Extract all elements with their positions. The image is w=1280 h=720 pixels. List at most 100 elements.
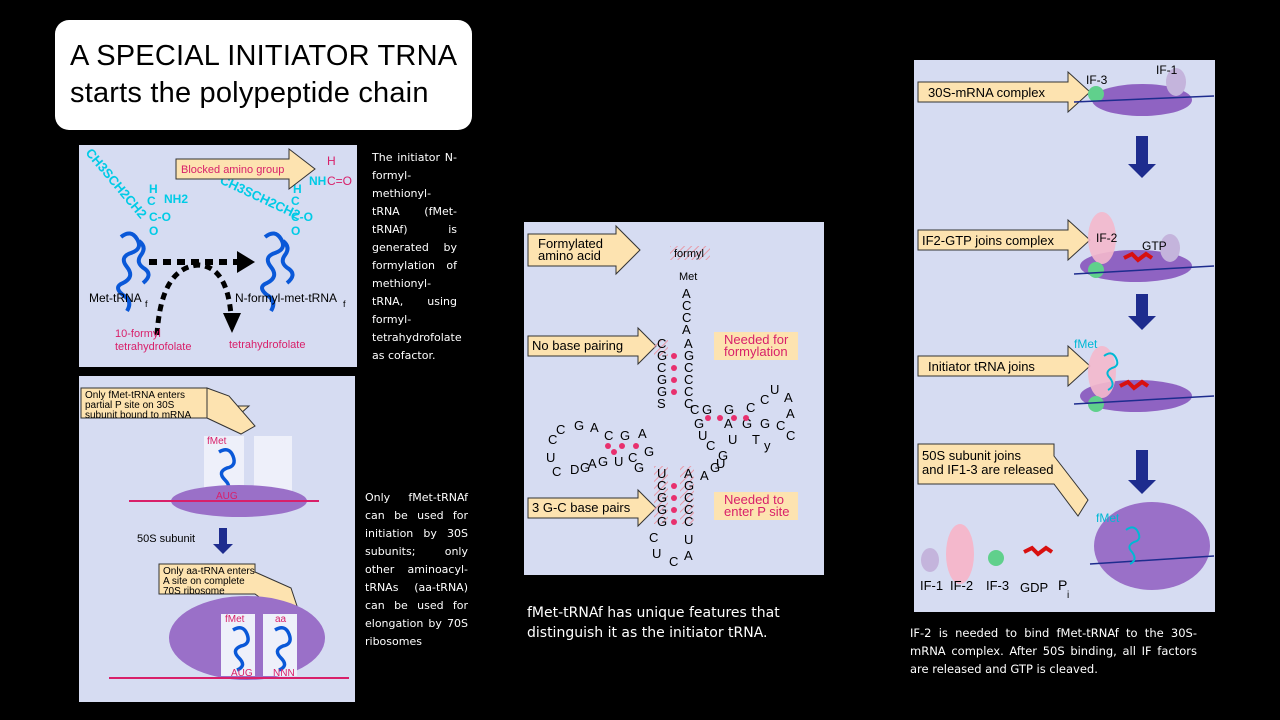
no-base-pairing-label: No base pairing <box>532 338 623 353</box>
fmet-trna-4 <box>1125 526 1141 565</box>
trna-left <box>116 231 151 313</box>
d-pair-1 <box>619 443 625 449</box>
step3-arrow <box>917 344 1091 388</box>
d-loop-base-4: G <box>620 428 630 443</box>
formyl-co: C=O <box>327 174 352 188</box>
nh-label: NH <box>309 174 326 188</box>
t-loop-base-0: C <box>690 402 699 417</box>
note-p-site <box>714 492 798 520</box>
mrna-4 <box>1089 555 1215 565</box>
gc-hatch-right <box>680 466 694 524</box>
legend-p: P <box>1058 577 1067 593</box>
cofactor-line2: tetrahydrofolate <box>115 341 191 353</box>
d-loop-base-5: A <box>638 426 647 441</box>
gc-base-pairs-arrow <box>527 488 657 528</box>
t-loop-base-5: U <box>770 382 779 397</box>
formyl-label: formyl <box>674 248 704 260</box>
note-formylation <box>714 332 798 360</box>
aug-top: AUG <box>216 491 238 502</box>
stem-pair-4 <box>671 389 677 395</box>
product-label: tetrahydrofolate <box>229 339 305 351</box>
stem-pair-2 <box>671 365 677 371</box>
callout-1-line2: partial P site on 30S <box>85 400 175 411</box>
left-stem-base-4: G <box>657 384 667 399</box>
callout-2-line2: A site on complete <box>163 576 245 587</box>
gtp-molecule-3 <box>1119 379 1150 391</box>
t-loop-base-15: G <box>694 416 704 431</box>
title-line-1: A SPECIAL INITIATOR TRNA <box>70 40 458 72</box>
left-stem-base-2: C <box>657 360 666 375</box>
t-pair-0 <box>705 415 711 421</box>
subunit-50s-label: 50S subunit <box>137 533 195 545</box>
step4-arrow <box>917 443 1089 517</box>
stem-pair-3 <box>671 377 677 383</box>
nnn-label: NNN <box>273 668 295 679</box>
t-loop-base-2: G <box>724 402 734 417</box>
released-if3 <box>988 550 1004 566</box>
if3-3 <box>1088 396 1104 412</box>
c-h-left: H <box>149 182 158 196</box>
down-arrow-3 <box>1128 450 1156 494</box>
t-loop-base-20: A <box>700 468 709 483</box>
ribosome-entry-diagram: Only fMet-tRNA enters partial P site on … <box>79 376 355 702</box>
gc-base-pairs-label: 3 G-C base pairs <box>532 500 631 515</box>
t-loop-base-11: A <box>724 416 733 431</box>
fmet-trna-bottom <box>232 626 250 672</box>
t-pair-2 <box>731 415 737 421</box>
gtp-molecule <box>1123 251 1154 263</box>
t-loop-base-1: G <box>702 402 712 417</box>
d-loop-base-14: U <box>546 450 555 465</box>
anticodon-right-1: G <box>684 478 694 493</box>
anticodon-left-1: C <box>657 478 666 493</box>
right-stem-base-2: C <box>684 360 693 375</box>
mrna-2 <box>1073 265 1215 275</box>
c-right: C <box>291 194 300 208</box>
d-loop-base-16: G <box>634 460 644 475</box>
step2-label: IF2-GTP joins complex <box>922 233 1054 248</box>
a-site-70s <box>263 614 297 676</box>
aa-label: aa <box>275 614 287 625</box>
note-p-site-line1: Needed to <box>724 492 784 507</box>
d-loop-base-3: C <box>604 428 613 443</box>
t-loop-base-12: T <box>752 432 760 447</box>
t-loop-base-6: A <box>784 390 793 405</box>
step4-line1: 50S subunit joins <box>922 448 1022 463</box>
title-box: A SPECIAL INITIATOR TRNA starts the poly… <box>55 20 472 130</box>
acceptor-base-2: C <box>682 310 691 325</box>
anticodon-right-3: C <box>684 502 693 517</box>
d-pair-2 <box>633 443 639 449</box>
callout-1-arrow <box>206 387 256 435</box>
t-loop-base-22: U <box>716 456 725 471</box>
c-left: C <box>147 194 156 208</box>
if3-2 <box>1088 262 1104 278</box>
d-loop-base-0: C <box>556 422 565 437</box>
met-trna-label: Met-tRNA <box>89 291 142 305</box>
t-loop-base-17: C <box>706 438 715 453</box>
loop-bottom-2: C <box>669 554 678 569</box>
d-loop-base-15: C <box>552 464 561 479</box>
t-pair-3 <box>743 415 749 421</box>
anticodon-pair-1 <box>671 483 677 489</box>
released-if1 <box>921 548 939 572</box>
left-stem-base-0: C <box>657 336 666 351</box>
t-loop-base-16: U <box>698 428 707 443</box>
mrna-3 <box>1073 395 1215 405</box>
d-pair-3 <box>611 449 617 455</box>
step4-line2: and IF1-3 are released <box>922 462 1054 477</box>
title-line-2: starts the polypeptide chain <box>70 77 429 109</box>
anticodon-right-2: C <box>684 490 693 505</box>
loop-bottom-3: A <box>684 548 693 563</box>
trna-right <box>260 231 295 313</box>
if1-2 <box>1160 234 1180 262</box>
acceptor-base-1: C <box>682 298 691 313</box>
formyl-box <box>670 246 710 260</box>
right-stem-base-5: C <box>684 396 693 411</box>
legend-gdp: GDP <box>1020 580 1048 595</box>
trna-structure-diagram: Formylated amino acid No base pairing 3 … <box>524 222 824 575</box>
t-loop-base-10: G <box>742 416 752 431</box>
left-stem-base-1: G <box>657 348 667 363</box>
c-h-right: H <box>293 182 302 196</box>
fmet-label-3: fMet <box>1074 337 1098 351</box>
fmet-trna-3 <box>1103 352 1119 391</box>
